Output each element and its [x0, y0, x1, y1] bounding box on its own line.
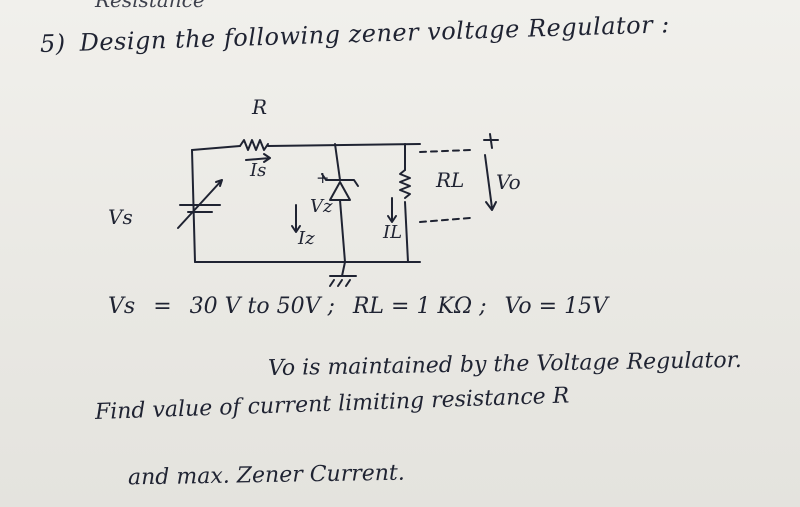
- zener-diode-bar: [321, 173, 359, 187]
- output-dashed-bottom: [419, 217, 471, 223]
- source-label: Vs: [108, 205, 133, 229]
- zener-plus-sign: +: [316, 168, 330, 187]
- load-resistor-label: RL: [436, 168, 465, 192]
- cut-off-heading: Resistance: [95, 0, 205, 12]
- output-plus-icon: [483, 133, 499, 149]
- zener-branch-top: [334, 143, 341, 181]
- zener-voltage-label: Vz: [310, 196, 333, 217]
- series-current-label: Is: [250, 160, 267, 181]
- load-current-arrow: [387, 197, 397, 223]
- statement-line-4: and max. Zener Current.: [127, 460, 405, 491]
- given-values-line: Vs = 30 V to 50V ; RL = 1 KΩ ; Vo = 15V: [108, 294, 626, 319]
- equals-sign: =: [153, 294, 172, 319]
- resistor-label: R: [252, 95, 268, 119]
- top-wire-right: [267, 143, 421, 147]
- output-voltage-label: Vo: [496, 170, 521, 194]
- zener-diode-triangle: [329, 181, 351, 201]
- load-current-label: IL: [383, 222, 403, 243]
- series-resistor: [239, 139, 269, 151]
- variable-source-arrow: [177, 179, 223, 229]
- zener-current-arrow: [291, 204, 301, 233]
- load-resistor: [399, 169, 411, 199]
- load-wire-bottom: [404, 201, 409, 263]
- zener-branch-bottom: [339, 199, 346, 263]
- output-voltage-value: Vo = 15V: [504, 294, 608, 319]
- top-wire-left: [191, 145, 241, 151]
- zener-current-label: Iz: [298, 228, 315, 249]
- output-dashed-top: [419, 149, 471, 153]
- series-current-arrow: [245, 153, 271, 163]
- ground-symbol: [329, 261, 357, 287]
- vs-range: 30 V to 50V ;: [189, 294, 335, 319]
- vs-label: Vs: [108, 294, 136, 319]
- load-resistance-value: RL = 1 KΩ ;: [352, 294, 487, 319]
- output-voltage-arrow: [484, 154, 497, 211]
